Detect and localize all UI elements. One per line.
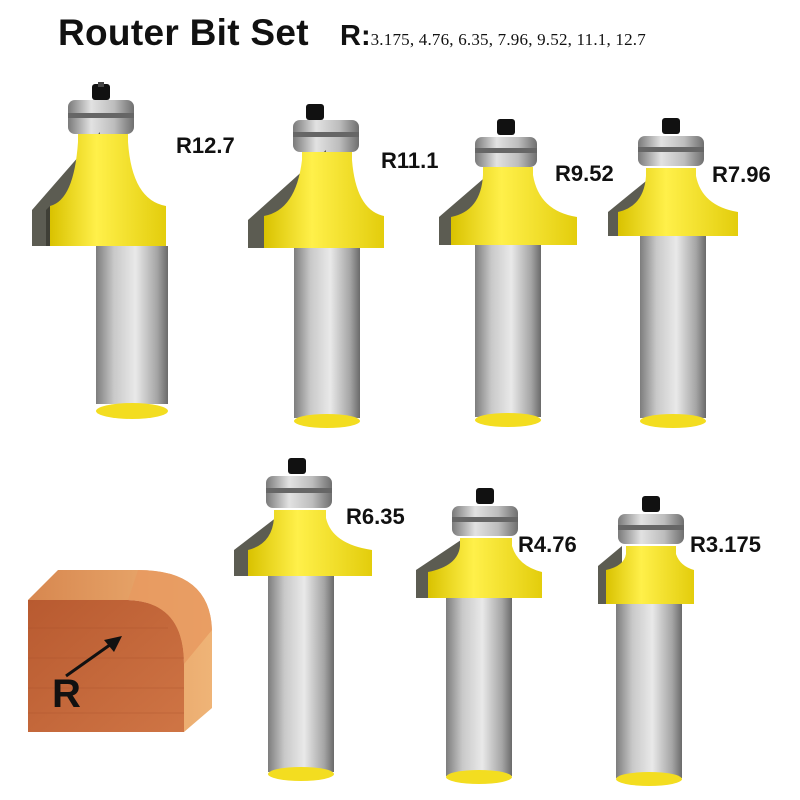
bit-label-r6-35: R6.35 bbox=[346, 504, 405, 529]
router-bit-r11-1 bbox=[248, 104, 384, 428]
router-bit-r9-52 bbox=[439, 119, 577, 427]
router-bit-r3-175 bbox=[598, 496, 694, 786]
radius-list: R:3.175, 4.76, 6.35, 7.96, 9.52, 11.1, 1… bbox=[340, 20, 646, 53]
router-bit-r7-96 bbox=[608, 118, 738, 428]
radius-list-prefix: R: bbox=[340, 20, 371, 52]
bit-label-r9-52: R9.52 bbox=[555, 161, 614, 186]
radius-arrow-icon bbox=[65, 636, 122, 678]
router-bit-r6-35 bbox=[234, 458, 372, 781]
bit-label-r4-76: R4.76 bbox=[518, 532, 577, 557]
bit-label-r11-1: R11.1 bbox=[381, 148, 439, 173]
wood-block-radius-diagram bbox=[28, 570, 212, 732]
router-bit-r12-7 bbox=[32, 82, 168, 419]
radius-list-values: 3.175, 4.76, 6.35, 7.96, 9.52, 11.1, 12.… bbox=[370, 30, 646, 49]
bit-label-r12-7: R12.7 bbox=[176, 133, 235, 158]
radius-letter: R bbox=[52, 672, 81, 716]
bit-label-r7-96: R7.96 bbox=[712, 162, 771, 187]
page-title: Router Bit Set bbox=[58, 12, 309, 53]
bit-label-r3-175: R3.175 bbox=[690, 532, 761, 557]
router-bit-r4-76 bbox=[416, 488, 542, 784]
